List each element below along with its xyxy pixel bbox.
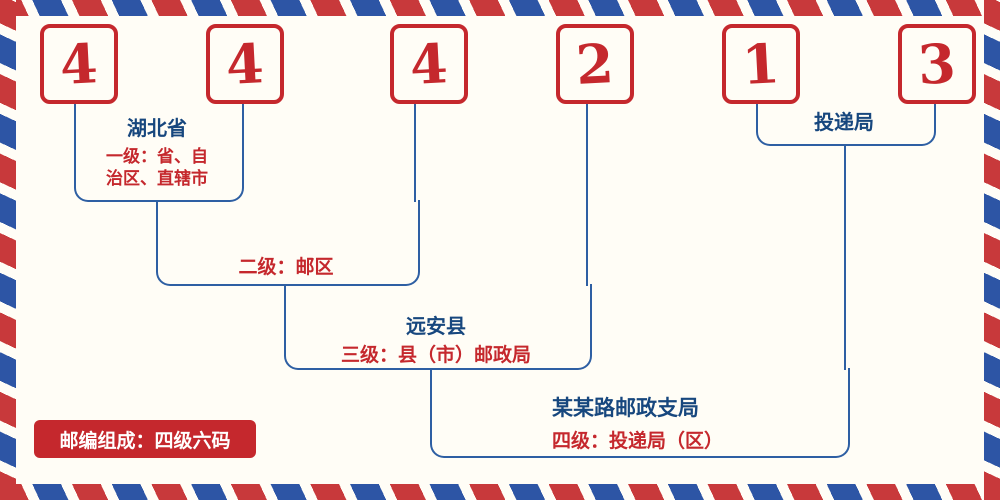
level1-desc-line2: 治区、直辖市 — [106, 169, 208, 189]
level1-desc-line1: 一级：省、自 — [106, 147, 208, 167]
airmail-stripe-right — [984, 0, 1000, 500]
county-name-label: 远安县 — [406, 314, 466, 338]
level4-elbow-line — [430, 368, 850, 458]
level3-stem-line — [586, 96, 588, 286]
delivery-bracket-line — [756, 96, 936, 146]
digit-box-6: 3 — [898, 24, 976, 104]
digit-6: 3 — [916, 31, 958, 97]
level3-desc-label: 三级：县（市）邮政局 — [340, 344, 531, 366]
level4-stem-line — [844, 144, 846, 370]
province-name-label: 湖北省 — [127, 116, 187, 140]
digit-3: 4 — [408, 31, 450, 97]
airmail-stripe-left — [0, 0, 16, 500]
digit-box-4: 2 — [556, 24, 634, 104]
airmail-stripe-top — [0, 0, 1000, 16]
level4-desc-label: 四级：投递局（区） — [552, 430, 724, 452]
airmail-stripe-bottom — [0, 484, 1000, 500]
digit-4: 2 — [574, 31, 616, 97]
digit-box-3: 4 — [390, 24, 468, 104]
digit-box-1: 4 — [40, 24, 118, 104]
digit-2: 4 — [224, 31, 266, 97]
digit-1: 4 — [58, 31, 100, 97]
digit-5: 1 — [740, 31, 782, 97]
delivery-bureau-label: 投递局 — [814, 110, 874, 134]
level2-stem-line — [414, 96, 416, 202]
level2-desc-label: 二级：邮区 — [238, 256, 334, 278]
digit-box-5: 1 — [722, 24, 800, 104]
branch-office-name-label: 某某路邮政支局 — [552, 396, 699, 420]
digit-box-2: 4 — [206, 24, 284, 104]
composition-badge: 邮编组成：四级六码 — [34, 420, 256, 458]
